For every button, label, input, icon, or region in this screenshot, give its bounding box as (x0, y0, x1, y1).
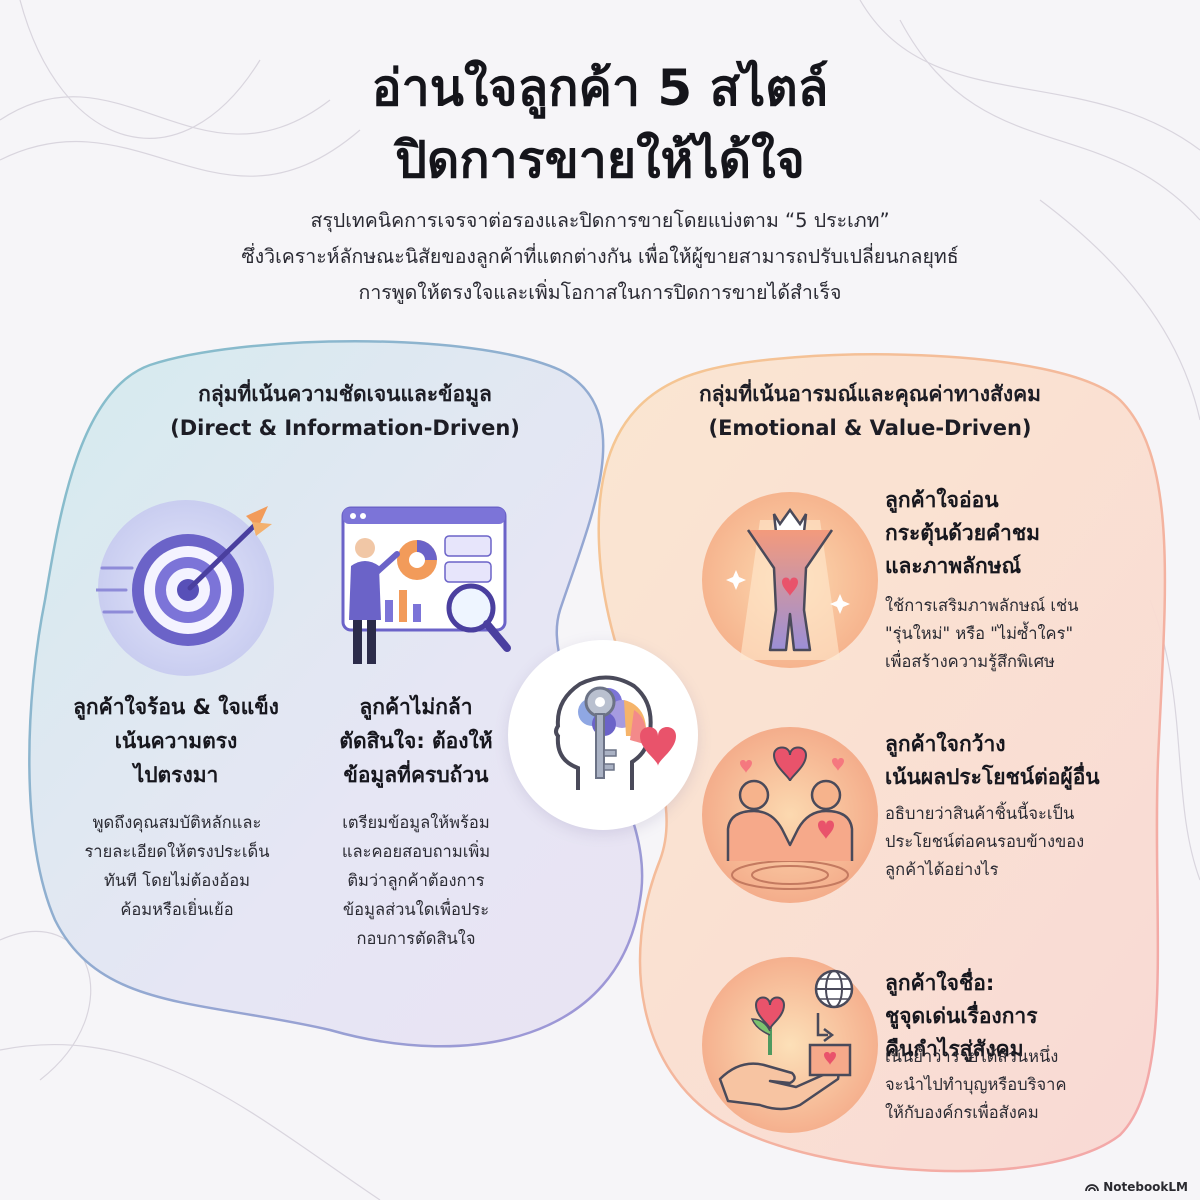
subtitle-line: สรุปเทคนิคการเจรจาต่อรองและปิดการขายโดยแ… (310, 209, 890, 232)
desc-line: ข้อมูลส่วนใดเพื่อประ (342, 900, 490, 919)
title-line: ข้อมูลที่ครบถ้วน (343, 763, 489, 787)
card-desc-honest: เน้นย้ำว่ารายได้ส่วนหนึ่ง จะนำไปทำบุญหรื… (885, 1043, 1135, 1127)
card-desc-generous: อธิบายว่าสินค้าชิ้นนี้จะเป็น ประโยชน์ต่อ… (885, 800, 1135, 884)
desc-line: เตรียมข้อมูลให้พร้อม (342, 813, 490, 832)
title-line: ลูกค้าใจชื่อ: (885, 971, 995, 995)
data-presentation-icon (325, 490, 515, 680)
desc-line: กอบการตัดสินใจ (356, 929, 476, 948)
title-line: ไปตรงมา (133, 763, 219, 787)
card-title-honest: ลูกค้าใจชื่อ: ชูจุดเด่นเรื่องการ คืนกำไร… (885, 967, 1135, 1066)
desc-line: "รุ่นใหม่" หรือ "ไม่ซ้ำใคร" (885, 624, 1074, 643)
subtitle-line: ซึ่งวิเคราะห์ลักษณะนิสัยของลูกค้าที่แตกต… (241, 245, 959, 268)
title-line: ลูกค้าใจกว้าง (885, 732, 1006, 756)
desc-line: เน้นย้ำว่ารายได้ส่วนหนึ่ง (885, 1047, 1059, 1066)
title-line: กระตุ้นด้วยคำชม (885, 521, 1040, 545)
desc-line: ใช้การเสริมภาพลักษณ์ เช่น (885, 596, 1079, 615)
desc-line: ประโยชน์ต่อคนรอบข้างของ (885, 832, 1085, 851)
card-title-hot-tempered: ลูกค้าใจร้อน & ใจแข็ง เน้นความตรง ไปตรงม… (40, 690, 312, 792)
title-line-2: ปิดการขายให้ได้ใจ (395, 131, 805, 189)
title-line: ชูจุดเด่นเรื่องการ (885, 1004, 1038, 1028)
title-line: ลูกค้าไม่กล้า (359, 695, 473, 719)
desc-line: รายละเอียดให้ตรงประเด็น (84, 842, 270, 861)
card-desc-indecisive: เตรียมข้อมูลให้พร้อม และคอยสอบถามเพิ่ม ต… (302, 808, 530, 953)
page-subtitle: สรุปเทคนิคการเจรจาต่อรองและปิดการขายโดยแ… (0, 203, 1200, 311)
title-line: ตัดสินใจ: ต้องให้ (339, 729, 493, 753)
title-line: เน้นความตรง (114, 729, 238, 753)
desc-line: ทันที โดยไม่ต้องอ้อม (103, 871, 251, 890)
desc-line: จะนำไปทำบุญหรือบริจาค (885, 1075, 1067, 1094)
title-line: และภาพลักษณ์ (885, 554, 1022, 578)
notebooklm-logo-icon (1085, 1184, 1100, 1192)
subtitle-line: การพูดให้ตรงใจและเพิ่มโอกาสในการปิดการขา… (358, 281, 842, 304)
head-key-heart-icon (508, 640, 698, 830)
giving-hand-globe-icon (700, 955, 880, 1135)
desc-line: อธิบายว่าสินค้าชิ้นนี้จะเป็น (885, 804, 1075, 823)
heading-english: (Direct & Information-Driven) (170, 416, 520, 440)
card-desc-hot-tempered: พูดถึงคุณสมบัติหลักและ รายละเอียดให้ตรงป… (48, 808, 306, 924)
card-title-indecisive: ลูกค้าไม่กล้า ตัดสินใจ: ต้องให้ ข้อมูลที… (300, 690, 532, 792)
right-group-heading: กลุ่มที่เน้นอารมณ์และคุณค่าทางสังคม (Emo… (610, 377, 1130, 445)
desc-line: ติมว่าลูกค้าต้องการ (347, 871, 485, 890)
desc-line: ค้อมหรือเยิ่นเย้อ (120, 900, 234, 919)
title-line-1: อ่านใจลูกค้า 5 สไตล์ (371, 59, 829, 117)
title-line: ลูกค้าใจอ่อน (885, 488, 999, 512)
desc-line: ลูกค้าได้อย่างไร (885, 860, 999, 879)
left-group-heading: กลุ่มที่เน้นความชัดเจนและข้อมูล (Direct … (95, 377, 595, 445)
page-title: อ่านใจลูกค้า 5 สไตล์ ปิดการขายให้ได้ใจ (0, 52, 1200, 196)
heading-thai: กลุ่มที่เน้นอารมณ์และคุณค่าทางสังคม (698, 382, 1042, 406)
card-title-generous: ลูกค้าใจกว้าง เน้นผลประโยชน์ต่อผู้อื่น (885, 728, 1145, 794)
desc-line: และคอยสอบถามเพิ่ม (341, 842, 491, 861)
heading-english: (Emotional & Value-Driven) (708, 416, 1032, 440)
title-line: เน้นผลประโยชน์ต่อผู้อื่น (885, 765, 1100, 789)
brand-watermark: NotebookLM (1085, 1180, 1188, 1194)
crowned-person-icon (700, 490, 880, 670)
desc-line: ให้กับองค์กรเพื่อสังคม (885, 1103, 1039, 1122)
title-line: คืนกำไรสู่สังคม (885, 1037, 1024, 1061)
title-line: ลูกค้าใจร้อน & ใจแข็ง (73, 695, 279, 719)
brand-name: NotebookLM (1103, 1180, 1188, 1194)
card-title-soft-hearted: ลูกค้าใจอ่อน กระตุ้นด้วยคำชม และภาพลักษณ… (885, 484, 1135, 583)
desc-line: เพื่อสร้างความรู้สึกพิเศษ (885, 652, 1055, 671)
heading-thai: กลุ่มที่เน้นความชัดเจนและข้อมูล (198, 382, 492, 406)
target-arrow-icon (96, 498, 276, 678)
card-desc-soft-hearted: ใช้การเสริมภาพลักษณ์ เช่น "รุ่นใหม่" หรื… (885, 592, 1135, 676)
people-heart-icon (700, 725, 880, 905)
desc-line: พูดถึงคุณสมบัติหลักและ (92, 813, 262, 832)
